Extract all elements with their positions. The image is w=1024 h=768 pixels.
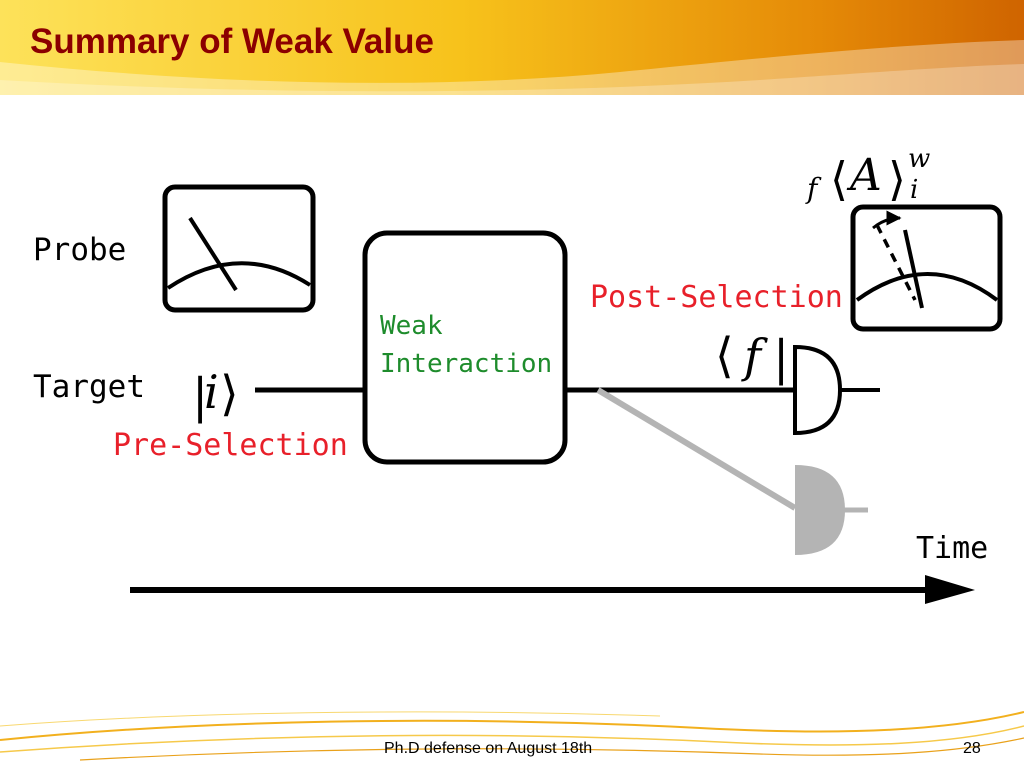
pre-selection-label: Pre-Selection [113,428,348,463]
footer-text: Ph.D defense on August 18th [384,740,593,757]
svg-text:|: | [192,368,208,424]
interaction-label-interaction: Interaction [380,349,552,379]
svg-text:i: i [204,365,219,419]
weak-value-meter [850,204,1003,332]
svg-text:A: A [846,150,882,201]
svg-text:⟨: ⟨ [830,152,848,206]
svg-text:f: f [805,172,822,205]
svg-text:⟨: ⟨ [715,328,734,384]
initial-state-ket: | i ⟩ [192,365,239,424]
original-needle-dashed [875,224,917,301]
svg-text:w: w [908,144,930,174]
interaction-label-weak: Weak [380,311,443,341]
post-selection-label: Post-Selection [590,280,843,315]
probe-meter [162,184,316,313]
time-label: Time [916,531,988,566]
shifted-needle [903,229,924,309]
rejected-detector [795,465,845,555]
target-label: Target [33,369,145,405]
slide-title: Summary of Weak Value [30,22,434,61]
header-band [0,0,1024,95]
final-state-bra: ⟨ f | [715,328,789,386]
weak-interaction-box [362,230,568,465]
post-selection-detector [793,344,843,436]
svg-text:⟩: ⟩ [220,366,239,422]
weak-value-expression: f ⟨ A ⟩ w i [805,144,930,206]
shift-arrow [872,210,902,230]
time-arrow-head [925,575,975,604]
svg-text:i: i [910,175,918,205]
probe-label: Probe [33,232,126,268]
rejected-path-line [596,387,797,511]
footer-swoosh [0,711,1024,761]
probe-needle [188,216,238,292]
svg-text:f: f [741,329,768,383]
svg-text:⟩: ⟩ [888,152,906,206]
page-number: 28 [963,740,981,757]
svg-text:|: | [773,330,789,386]
